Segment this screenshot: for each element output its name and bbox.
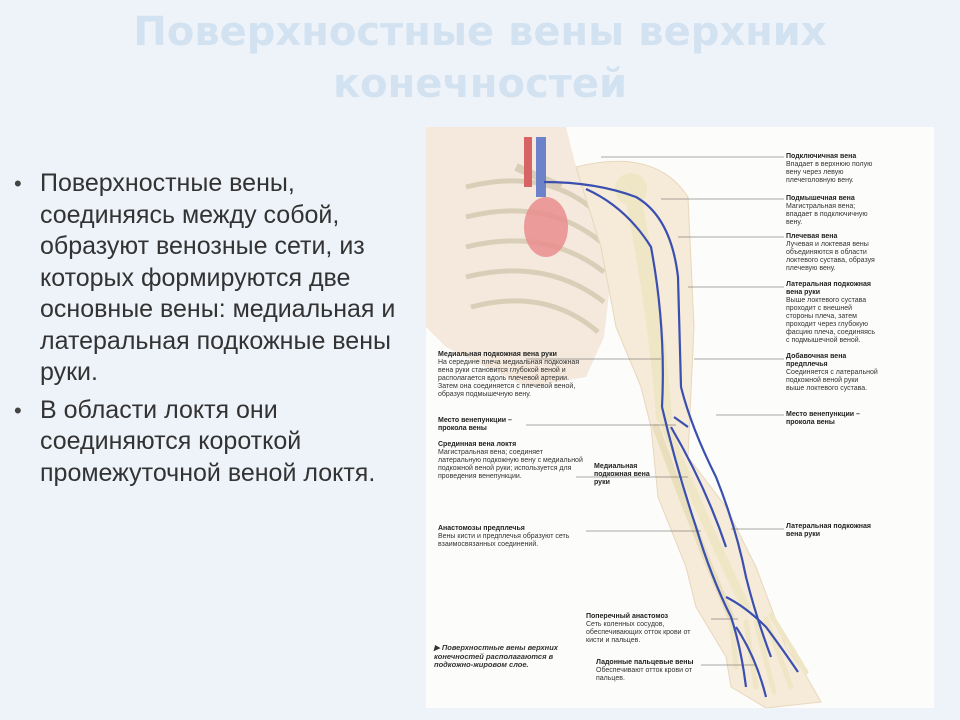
heart-shape (524, 197, 568, 257)
bullet-item: • В области локтя они соединяются коротко… (14, 395, 414, 490)
label-venipuncture-right: Место венепункции – прокола вены (786, 411, 860, 426)
arm-illustration (426, 127, 822, 708)
bullet-text: Поверхностные вены, соединяясь между соб… (40, 169, 396, 386)
label-lateral-vein-short: Латеральная подкожная вена руки (786, 523, 871, 538)
slide-title: Поверхностные вены верхних конечностей (133, 9, 827, 107)
bullet-icon: • (14, 171, 22, 196)
bullet-text: В области локтя они соединяются короткой… (40, 395, 376, 487)
vena-cava-shape (536, 137, 546, 197)
humeral-head-shape (615, 173, 647, 205)
radius-shape (661, 422, 751, 612)
arm-skin-shape (575, 160, 822, 708)
leader-lines (526, 156, 784, 666)
bullet-list: • Поверхностные вены, соединяясь между со… (14, 168, 414, 495)
label-medial-vein-short: Медиальная подкожная вена руки (594, 463, 650, 486)
bullet-item: • Поверхностные вены, соединяясь между со… (14, 168, 414, 389)
veins-shape (543, 180, 799, 698)
figure-caption: ▶ Поверхностные вены верхних конечностей… (434, 643, 558, 669)
label-venipuncture-left: Место венепункции – прокола вены (438, 417, 512, 432)
artery-shape (524, 137, 532, 187)
bullet-icon: • (14, 397, 22, 423)
